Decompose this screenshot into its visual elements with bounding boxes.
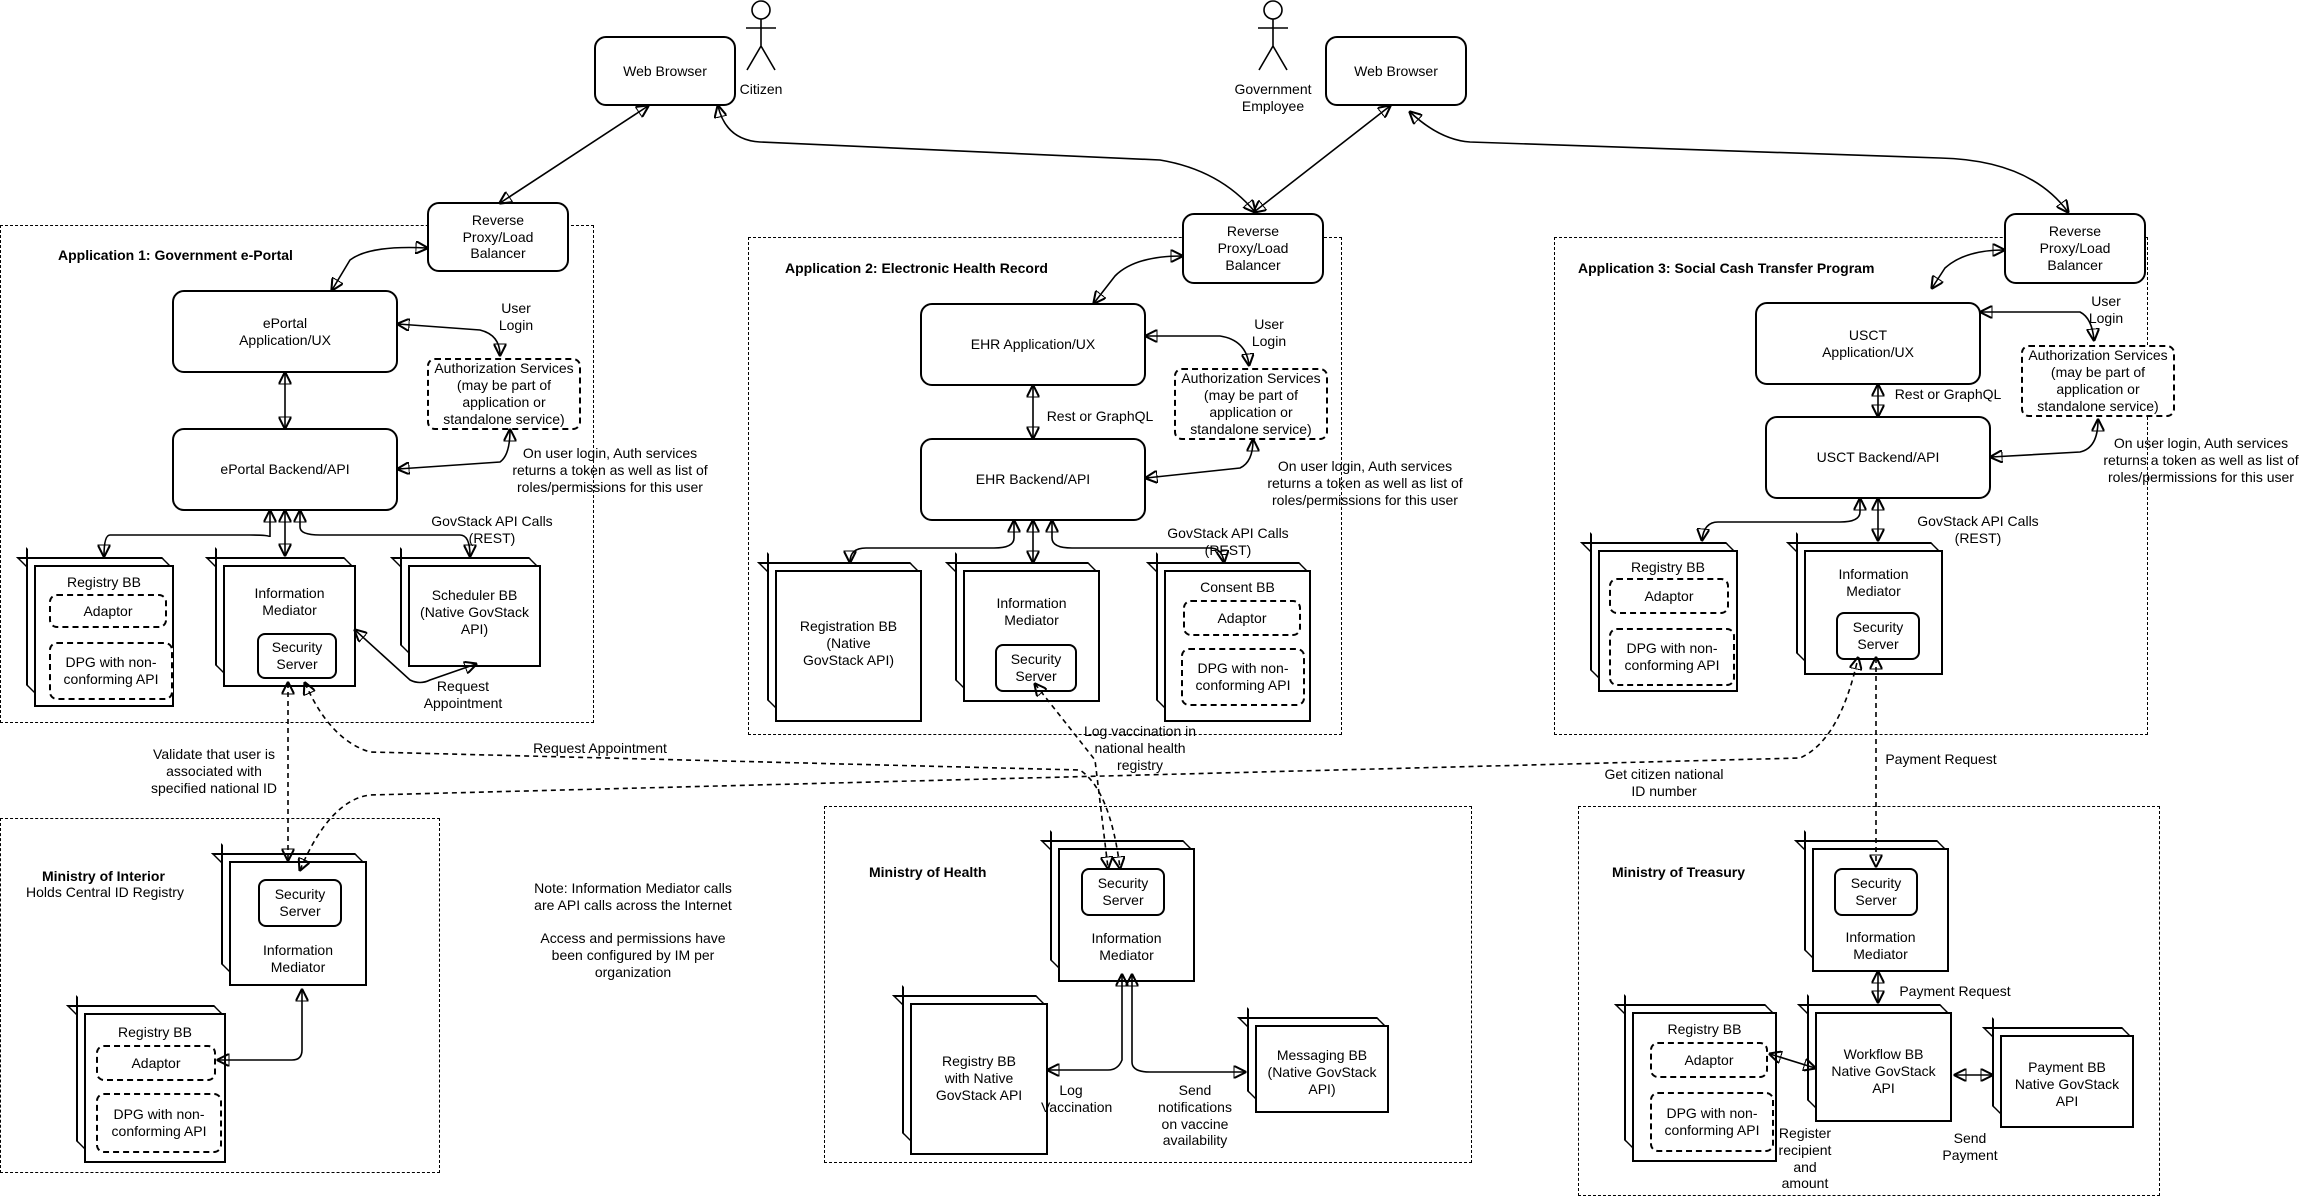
app2-proxy: Reverse Proxy/Load Balancer (1182, 213, 1324, 284)
app1-auth-note: On user login, Auth services returns a t… (512, 445, 708, 495)
health-send-notifications: Send notifications on vaccine availabili… (1158, 1082, 1232, 1149)
app3-auth-services: Authorization Services (may be part of a… (2021, 345, 2175, 417)
app2-rest-graphql: Rest or GraphQL (1046, 408, 1154, 424)
app1-information-mediator: Information Mediator Security Server (223, 565, 356, 687)
app2-user-login: User Login (1251, 316, 1287, 349)
app1-eportal-backend: ePortal Backend/API (172, 428, 398, 511)
treasury-dpg: DPG with non- conforming API (1650, 1092, 1774, 1152)
treasury-register-recipient: Register recipient and amount (1778, 1125, 1832, 1192)
app2-auth-note: On user login, Auth services returns a t… (1267, 458, 1463, 508)
interior-security-server: Security Server (258, 879, 342, 927)
treasury-payment-bb: Payment BB Native GovStack API (2000, 1035, 2134, 1128)
citizen-actor-icon (746, 0, 776, 72)
treasury-group (1578, 806, 2160, 1196)
web-browser-left: Web Browser (594, 36, 736, 106)
app3-title: Application 3: Social Cash Transfer Prog… (1578, 260, 1875, 276)
interior-adaptor: Adaptor (96, 1045, 216, 1081)
treasury-registry-bb: Registry BB Adaptor DPG with non- confor… (1632, 1012, 1777, 1162)
app3-information-mediator: Information Mediator Security Server (1804, 550, 1943, 675)
treasury-workflow-bb: Workflow BB Native GovStack API (1815, 1012, 1952, 1122)
app2-ehr-backend: EHR Backend/API (920, 438, 1146, 521)
app3-security-server: Security Server (1836, 612, 1920, 660)
treasury-security-server: Security Server (1834, 868, 1918, 916)
app2-auth-services: Authorization Services (may be part of a… (1174, 368, 1328, 440)
app2-title: Application 2: Electronic Health Record (785, 260, 1048, 276)
treasury-send-payment: Send Payment (1942, 1130, 1998, 1163)
app3-adaptor: Adaptor (1609, 578, 1729, 614)
web-browser-right: Web Browser (1325, 36, 1467, 106)
app3-proxy: Reverse Proxy/Load Balancer (2004, 213, 2146, 284)
interior-dpg: DPG with non- conforming API (96, 1093, 222, 1153)
treasury-adaptor: Adaptor (1650, 1042, 1768, 1078)
app2-adaptor: Adaptor (1183, 600, 1301, 636)
gov-employee-actor-icon (1258, 0, 1288, 72)
app1-user-login: User Login (498, 300, 534, 333)
health-messaging-bb: Messaging BB (Native GovStack API) (1255, 1025, 1389, 1113)
interior-title: Ministry of Interior (42, 868, 165, 884)
app3-auth-note: On user login, Auth services returns a t… (2103, 435, 2299, 485)
app1-adaptor: Adaptor (49, 594, 167, 628)
treasury-payment-request: Payment Request (1899, 983, 2011, 999)
citizen-label: Citizen (739, 81, 783, 97)
health-log-vaccination: Log Vaccination (1041, 1082, 1113, 1115)
link-payment-request: Payment Request (1885, 751, 1997, 767)
note-text: Note: Information Mediator calls are API… (534, 880, 732, 980)
interior-registry-bb: Registry BB Adaptor DPG with non- confor… (84, 1013, 226, 1163)
link-validate-user: Validate that user is associated with sp… (150, 746, 278, 796)
app1-group (0, 225, 594, 723)
health-registry-bb: Registry BB with Native GovStack API (910, 1003, 1048, 1155)
app3-rest-graphql: Rest or GraphQL (1894, 386, 2002, 402)
app1-registry-bb: Registry BB Adaptor DPG with non- confor… (34, 565, 174, 707)
app3-usct-ui: USCT Application/UX (1755, 302, 1981, 385)
health-security-server: Security Server (1081, 868, 1165, 916)
app1-dpg: DPG with non- conforming API (49, 642, 173, 700)
interior-subtitle: Holds Central ID Registry (26, 884, 184, 900)
app3-api-calls: GovStack API Calls (REST) (1917, 513, 2039, 546)
app1-title: Application 1: Government e-Portal (58, 247, 293, 263)
app1-eportal-ui: ePortal Application/UX (172, 290, 398, 373)
interior-group (0, 818, 440, 1173)
app1-proxy: Reverse Proxy/Load Balancer (427, 202, 569, 272)
